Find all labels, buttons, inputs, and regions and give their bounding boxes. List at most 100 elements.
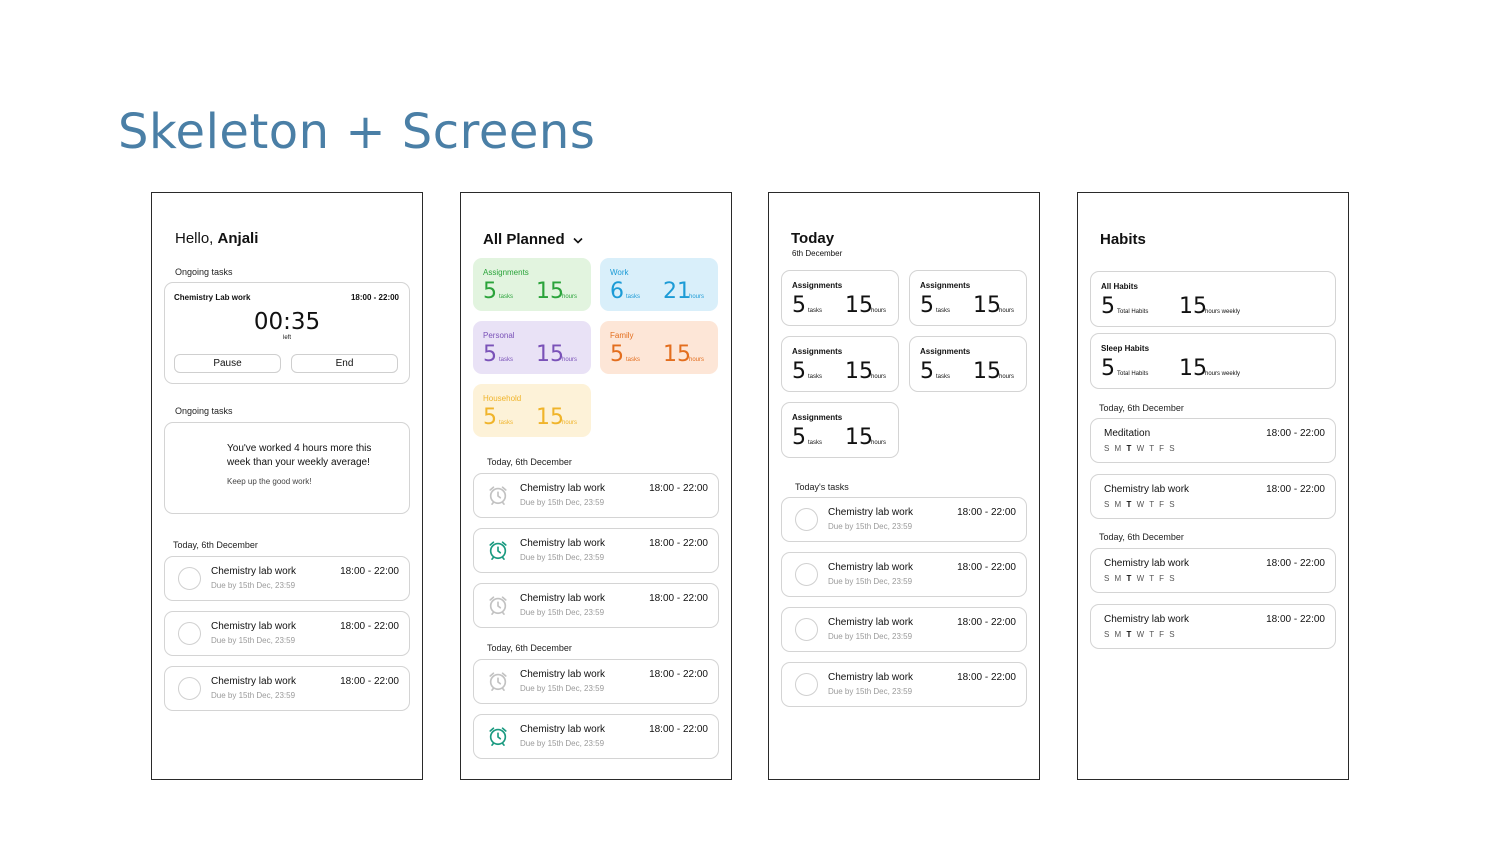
task-title: Chemistry lab work xyxy=(520,538,606,549)
weekday-tracker: S M T W T F S xyxy=(1104,444,1176,453)
weekdays-before: S M xyxy=(1104,500,1127,509)
task-time: 18:00 - 22:00 xyxy=(649,593,708,604)
timer-card: Chemistry Lab work 18:00 - 22:00 00:35 l… xyxy=(164,282,410,384)
habit-group-name: Sleep Habits xyxy=(1101,344,1150,353)
hour-count: 21 xyxy=(663,279,691,304)
weekday-tracker: S M T W T F S xyxy=(1104,500,1176,509)
hour-count: 15 xyxy=(845,425,873,450)
habit-hours-unit: hours weekly xyxy=(1205,309,1241,315)
habit-count-unit: Total Habits xyxy=(1117,309,1149,315)
date-label: Today, 6th December xyxy=(487,643,572,653)
task-time: 18:00 - 22:00 xyxy=(649,669,708,680)
task-count: 5 xyxy=(610,342,624,367)
task-time: 18:00 - 22:00 xyxy=(649,483,708,494)
task-title: Chemistry lab work xyxy=(828,617,914,628)
habit-title: Chemistry lab work xyxy=(1104,558,1190,569)
category-name: Work xyxy=(610,268,629,277)
page-title: Habits xyxy=(1100,231,1146,248)
habit-time: 18:00 - 22:00 xyxy=(1266,558,1325,569)
category-name: Household xyxy=(483,394,522,403)
weekday-tracker: S M T W T F S xyxy=(1104,630,1176,639)
task-title: Chemistry lab work xyxy=(828,672,914,683)
date-label: Today, 6th December xyxy=(1099,532,1184,542)
task-time: 18:00 - 22:00 xyxy=(957,507,1016,518)
insight-message: You've worked 4 hours more this week tha… xyxy=(227,443,372,468)
habit-hours: 15 xyxy=(1179,294,1207,319)
timer-left-label: left xyxy=(282,335,291,341)
task-checkbox[interactable] xyxy=(795,508,818,531)
habit-time: 18:00 - 22:00 xyxy=(1266,614,1325,625)
task-checkbox[interactable] xyxy=(795,673,818,696)
task-checkbox[interactable] xyxy=(178,622,201,645)
page-title: All Planned xyxy=(483,231,565,248)
task-checkbox[interactable] xyxy=(178,567,201,590)
hour-count: 15 xyxy=(973,293,1001,318)
habit-hours-unit: hours weekly xyxy=(1205,371,1241,377)
pause-button[interactable]: Pause xyxy=(174,354,281,373)
planned-title-dropdown[interactable]: All Planned xyxy=(483,231,583,248)
task-count: 5 xyxy=(792,293,806,318)
task-card[interactable]: Chemistry lab work Due by 15th Dec, 23:5… xyxy=(164,611,410,656)
task-time: 18:00 - 22:00 xyxy=(957,562,1016,573)
task-checkbox[interactable] xyxy=(178,677,201,700)
task-unit: tasks xyxy=(808,308,823,314)
end-button[interactable]: End xyxy=(291,354,398,373)
task-due: Due by 15th Dec, 23:59 xyxy=(520,684,605,693)
task-checkbox[interactable] xyxy=(795,618,818,641)
stat-name: Assignments xyxy=(920,347,971,356)
alarm-clock-icon xyxy=(489,672,507,691)
task-due: Due by 15th Dec, 23:59 xyxy=(211,581,296,590)
weekdays-before: S M xyxy=(1104,574,1127,583)
task-unit: tasks xyxy=(936,374,951,380)
stat-name: Assignments xyxy=(792,281,843,290)
alarm-clock-icon xyxy=(489,541,507,560)
task-card[interactable]: Chemistry lab work Due by 15th Dec, 23:5… xyxy=(164,556,410,601)
task-title: Chemistry lab work xyxy=(211,621,297,632)
weekday-active: T xyxy=(1126,500,1133,509)
hour-unit: hours xyxy=(562,420,578,426)
task-checkbox[interactable] xyxy=(795,563,818,586)
task-title: Chemistry lab work xyxy=(520,669,606,680)
weekdays-after: W T F S xyxy=(1132,630,1177,639)
task-count: 5 xyxy=(483,405,497,430)
hour-unit: hours xyxy=(689,357,705,363)
insight-encouragement: Keep up the good work! xyxy=(227,477,312,486)
task-title: Chemistry lab work xyxy=(828,507,914,518)
date-label: Today, 6th December xyxy=(173,540,258,550)
alarm-clock-icon xyxy=(489,486,507,505)
greeting: Hello, Anjali xyxy=(175,230,258,247)
task-card[interactable]: Chemistry lab work Due by 15th Dec, 23:5… xyxy=(164,666,410,711)
weekdays-before: S M xyxy=(1104,444,1127,453)
task-unit: tasks xyxy=(499,420,514,426)
date-label: Today, 6th December xyxy=(1099,403,1184,413)
task-time: 18:00 - 22:00 xyxy=(957,617,1016,628)
category-name: Assignments xyxy=(483,268,529,277)
task-due: Due by 15th Dec, 23:59 xyxy=(828,577,913,586)
